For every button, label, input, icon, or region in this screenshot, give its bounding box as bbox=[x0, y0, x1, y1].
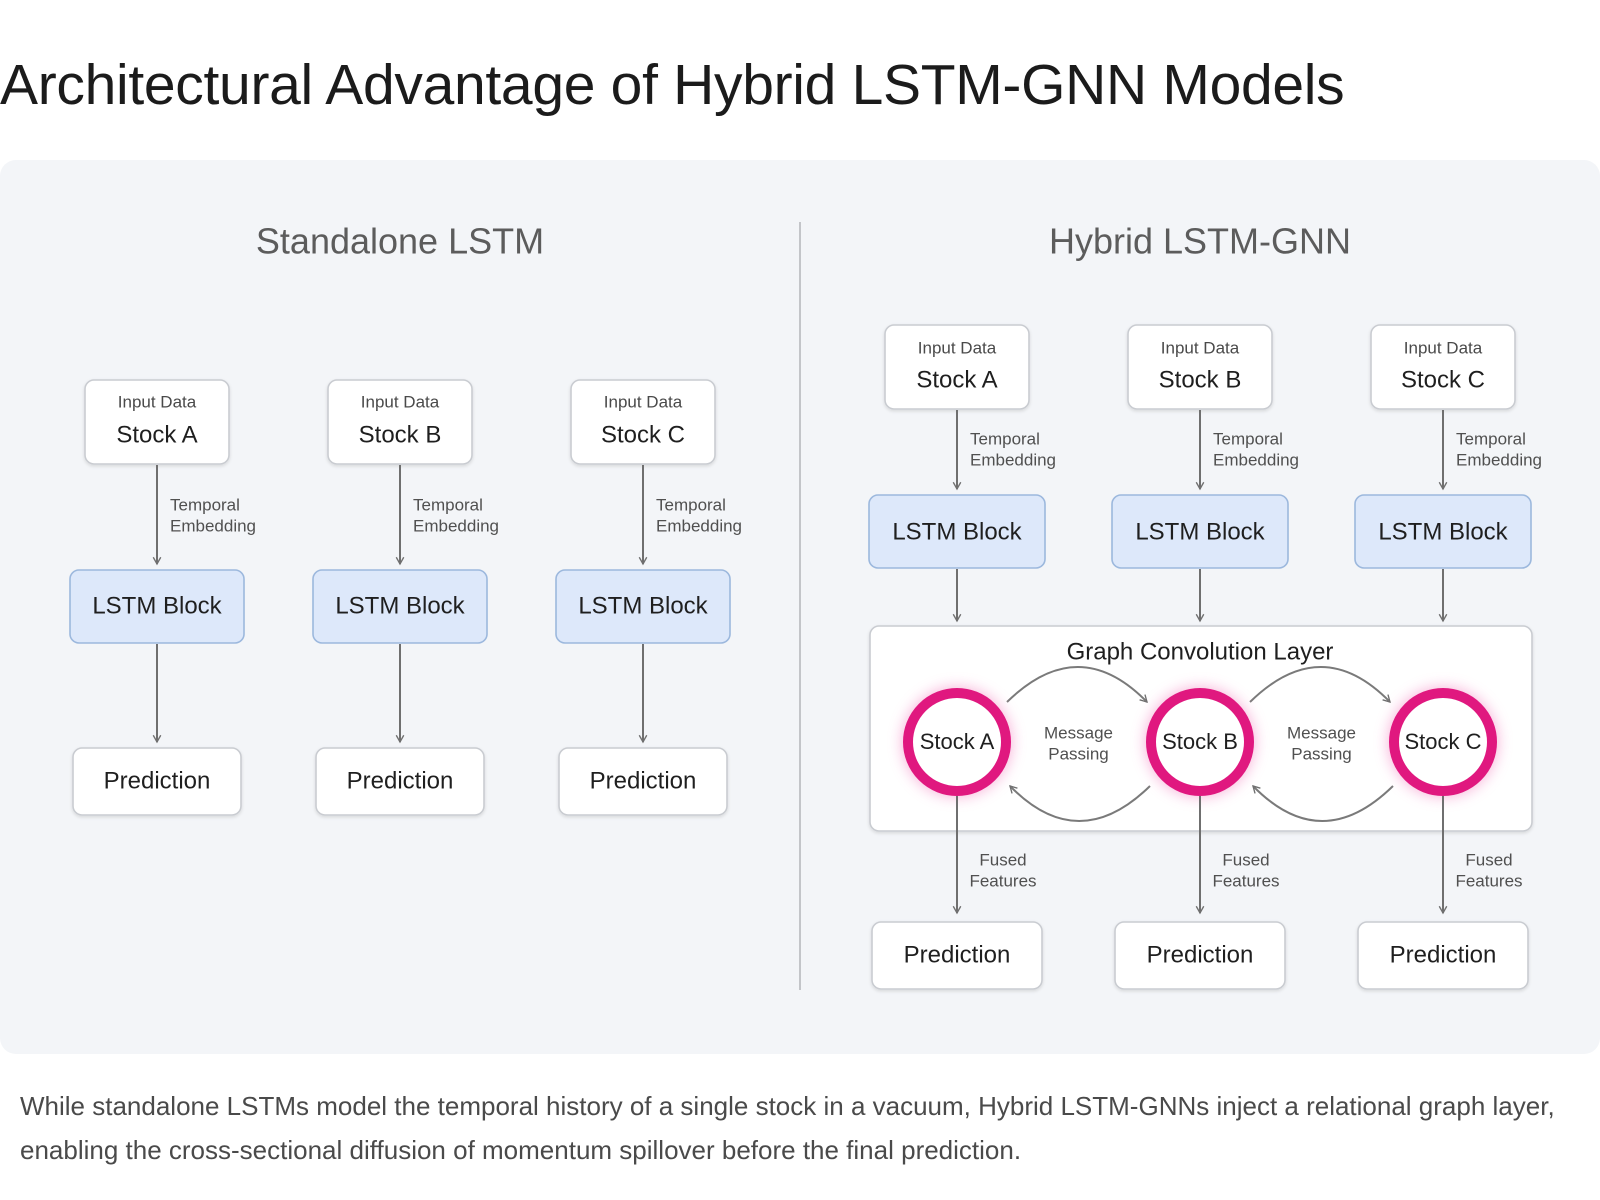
prediction-box bbox=[1357, 921, 1529, 990]
input-data-caption: Input Data bbox=[361, 392, 440, 411]
lstm-block-label: LSTM Block bbox=[1135, 518, 1265, 545]
prediction-box bbox=[558, 747, 728, 816]
temporal-embedding-label: Temporal bbox=[656, 495, 726, 514]
temporal-embedding-label: Temporal bbox=[1456, 429, 1526, 448]
prediction-box bbox=[871, 921, 1043, 990]
input-data-caption: Input Data bbox=[918, 338, 997, 357]
temporal-embedding-label: Embedding bbox=[170, 516, 256, 535]
temporal-embedding-label: Temporal bbox=[1213, 429, 1283, 448]
input-stock-label: Stock B bbox=[1159, 366, 1242, 393]
temporal-embedding-label: Embedding bbox=[413, 516, 499, 535]
message-passing-arrow bbox=[1006, 666, 1148, 703]
lstm-block-label: LSTM Block bbox=[892, 518, 1022, 545]
standalone-heading: Standalone LSTM bbox=[256, 221, 544, 262]
stock-node-label: Stock A bbox=[920, 729, 995, 754]
input-data-caption: Input Data bbox=[1161, 338, 1240, 357]
stock-node-label: Stock B bbox=[1162, 729, 1238, 754]
temporal-embedding-label: Embedding bbox=[1213, 450, 1299, 469]
input-data-caption: Input Data bbox=[1404, 338, 1483, 357]
prediction-label: Prediction bbox=[104, 767, 211, 794]
hybrid-heading: Hybrid LSTM-GNN bbox=[1049, 221, 1351, 262]
message-passing-arrow bbox=[1249, 666, 1391, 703]
hybrid-input-box bbox=[1127, 324, 1273, 410]
temporal-embedding-label: Embedding bbox=[1456, 450, 1542, 469]
stock-node-label: Stock C bbox=[1404, 729, 1481, 754]
message-passing-label: Message bbox=[1287, 723, 1356, 742]
message-passing-label: Passing bbox=[1048, 744, 1108, 763]
input-stock-label: Stock C bbox=[601, 421, 685, 448]
lstm-block-label: LSTM Block bbox=[578, 592, 708, 619]
standalone-input-box bbox=[327, 379, 473, 465]
prediction-box bbox=[1114, 921, 1286, 990]
graph-layer-title: Graph Convolution Layer bbox=[1067, 638, 1334, 665]
prediction-label: Prediction bbox=[590, 767, 697, 794]
temporal-embedding-label: Embedding bbox=[970, 450, 1056, 469]
temporal-embedding-label: Temporal bbox=[413, 495, 483, 514]
temporal-embedding-label: Embedding bbox=[656, 516, 742, 535]
fused-features-label: Fused bbox=[1465, 850, 1512, 869]
lstm-block bbox=[555, 569, 731, 644]
lstm-block bbox=[1111, 494, 1289, 569]
page-title: Architectural Advantage of Hybrid LSTM-G… bbox=[0, 53, 1345, 117]
lstm-block bbox=[312, 569, 488, 644]
lstm-block bbox=[868, 494, 1046, 569]
message-passing-label: Message bbox=[1044, 723, 1113, 742]
fused-features-label: Features bbox=[1455, 871, 1522, 890]
fused-features-label: Features bbox=[1212, 871, 1279, 890]
input-stock-label: Stock A bbox=[116, 421, 197, 448]
prediction-label: Prediction bbox=[347, 767, 454, 794]
fused-features-label: Fused bbox=[1222, 850, 1269, 869]
prediction-box bbox=[72, 747, 242, 816]
input-stock-label: Stock A bbox=[916, 366, 997, 393]
message-passing-label: Passing bbox=[1291, 744, 1351, 763]
prediction-label: Prediction bbox=[1390, 941, 1497, 968]
message-passing-arrow bbox=[1009, 785, 1151, 822]
input-data-caption: Input Data bbox=[118, 392, 197, 411]
hybrid-input-box bbox=[884, 324, 1030, 410]
lstm-block-label: LSTM Block bbox=[1378, 518, 1508, 545]
lstm-block bbox=[69, 569, 245, 644]
temporal-embedding-label: Temporal bbox=[970, 429, 1040, 448]
stock-node bbox=[1389, 688, 1497, 796]
prediction-label: Prediction bbox=[904, 941, 1011, 968]
lstm-block-label: LSTM Block bbox=[92, 592, 222, 619]
prediction-box bbox=[315, 747, 485, 816]
fused-features-label: Features bbox=[969, 871, 1036, 890]
input-data-caption: Input Data bbox=[604, 392, 683, 411]
input-stock-label: Stock B bbox=[359, 421, 442, 448]
standalone-input-box bbox=[570, 379, 716, 465]
figure-caption: While standalone LSTMs model the tempora… bbox=[20, 1091, 1555, 1165]
input-stock-label: Stock C bbox=[1401, 366, 1485, 393]
stock-node bbox=[1146, 688, 1254, 796]
lstm-block bbox=[1354, 494, 1532, 569]
lstm-block-label: LSTM Block bbox=[335, 592, 465, 619]
fused-features-label: Fused bbox=[979, 850, 1026, 869]
standalone-input-box bbox=[84, 379, 230, 465]
temporal-embedding-label: Temporal bbox=[170, 495, 240, 514]
message-passing-arrow bbox=[1252, 785, 1394, 822]
stock-node bbox=[903, 688, 1011, 796]
hybrid-input-box bbox=[1370, 324, 1516, 410]
prediction-label: Prediction bbox=[1147, 941, 1254, 968]
